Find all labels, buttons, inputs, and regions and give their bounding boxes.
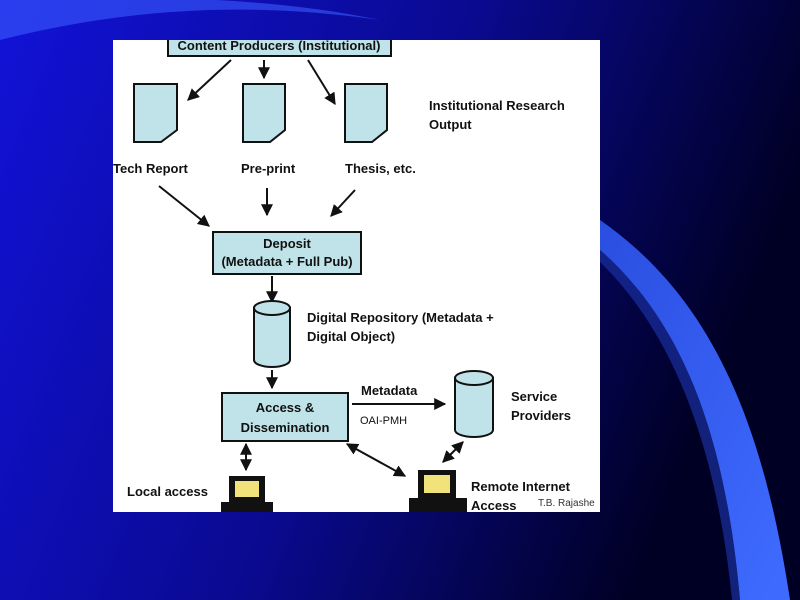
service-providers-label-line1: Service [511, 389, 557, 404]
deposit-label-line2: (Metadata + Full Pub) [221, 254, 352, 269]
content-producers-box [167, 40, 392, 57]
repository-label-line2: Digital Object) [307, 329, 395, 344]
deposit-box [212, 231, 362, 275]
tech-report-document-icon [133, 83, 178, 143]
right-swoosh [600, 220, 790, 600]
doc-label-tech-report: Tech Report [113, 161, 189, 176]
access-label-line2: Dissemination [241, 420, 330, 435]
digital-repository-cylinder-icon [253, 300, 291, 368]
remote-access-label-line1: Remote Internet [471, 479, 571, 494]
doc-label-pre-print: Pre-print [241, 161, 296, 176]
author-credit: T.B. Rajashe [538, 498, 595, 509]
top-swoosh [0, 0, 380, 40]
remote-access-label-line2: Access [471, 498, 517, 512]
access-dissemination-box [221, 392, 349, 442]
content-producers-label: Content Producers (Institutional) [178, 40, 381, 53]
diagram-panel: Content Producers (Institutional) Instit… [113, 40, 600, 512]
access-label-line1: Access & [256, 400, 315, 415]
oai-pmh-label: OAI-PMH [360, 415, 407, 427]
local-computer-icon [221, 476, 273, 512]
repository-label-line1: Digital Repository (Metadata + [307, 310, 494, 325]
repository-workflow-diagram: Content Producers (Institutional) Instit… [113, 40, 595, 512]
institutional-output-label-line1: Institutional Research [429, 98, 565, 113]
pre-print-document-icon [242, 83, 286, 143]
thesis-document-icon [344, 83, 388, 143]
institutional-output-label-line2: Output [429, 117, 472, 132]
metadata-label: Metadata [361, 383, 418, 398]
deposit-label-line1: Deposit [263, 236, 311, 251]
service-providers-cylinder-icon [454, 370, 494, 438]
service-providers-label-line2: Providers [511, 408, 571, 423]
local-access-label: Local access [127, 484, 208, 499]
remote-computer-icon [409, 470, 467, 512]
doc-label-thesis: Thesis, etc. [345, 161, 416, 176]
